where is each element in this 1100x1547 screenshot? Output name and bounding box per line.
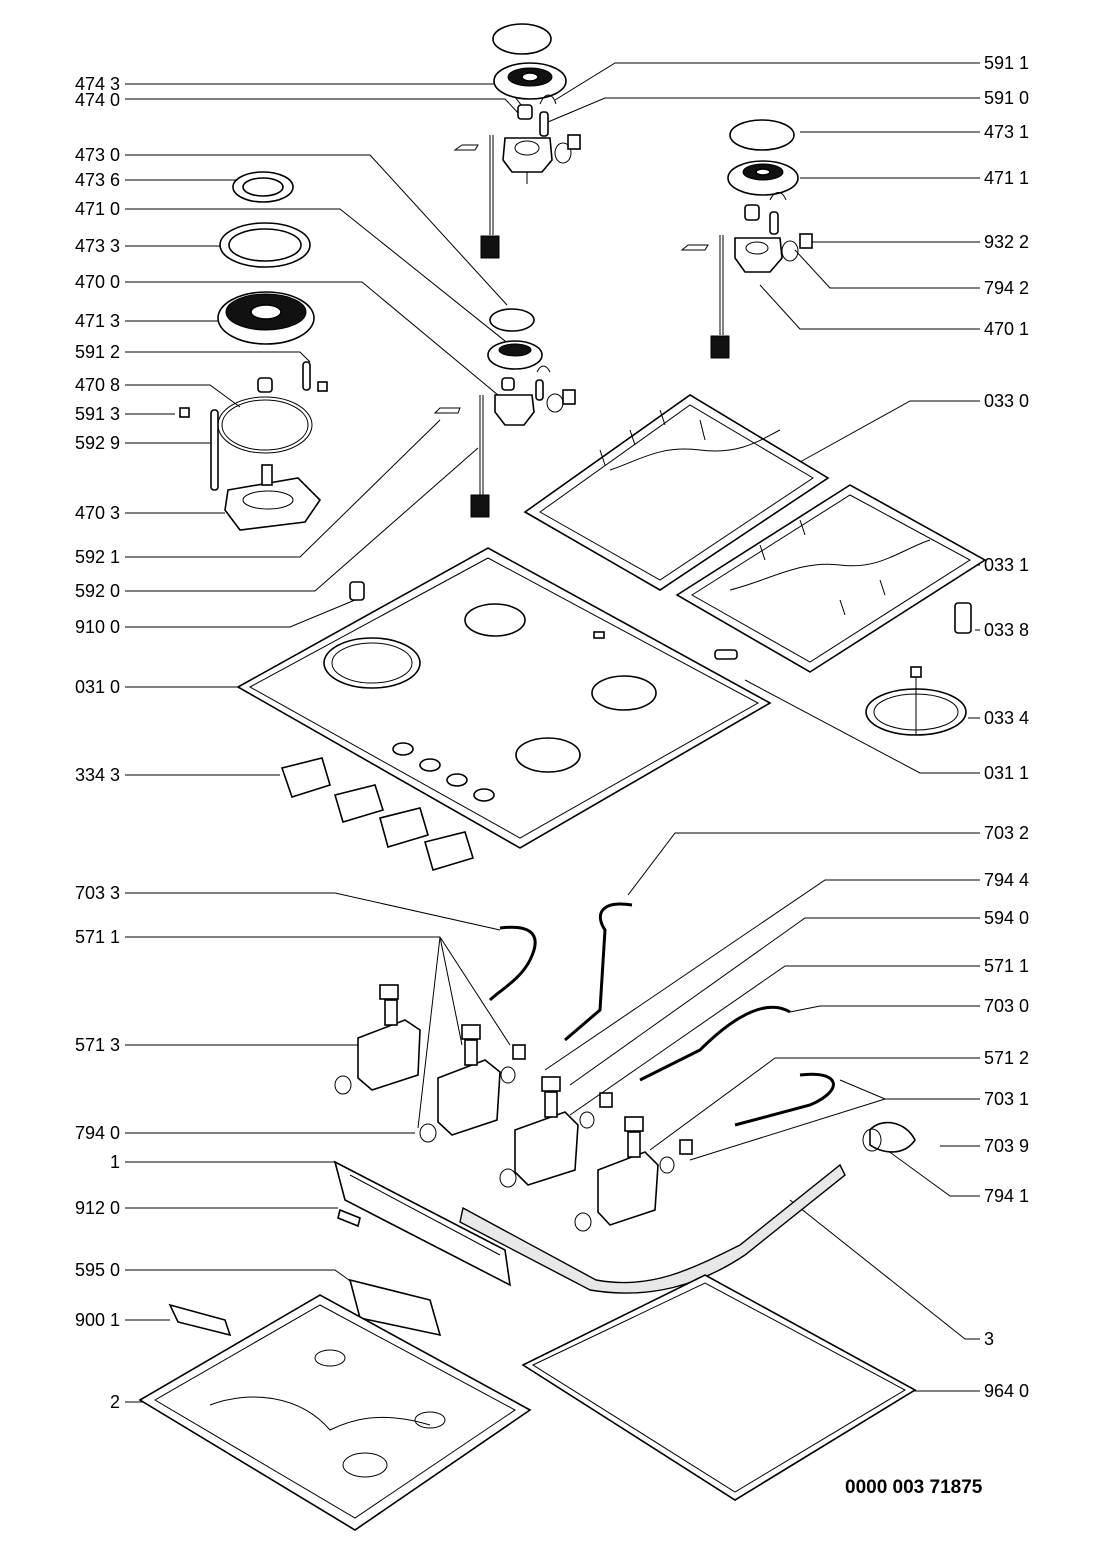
label-703-0: 703 0	[984, 996, 1029, 1016]
right-labels: 591 1 591 0 473 1 471 1 932 2 794 2 470 …	[984, 53, 1029, 1401]
label-591-1: 591 1	[984, 53, 1029, 73]
label-592-0: 592 0	[75, 581, 120, 601]
label-470-3: 470 3	[75, 503, 120, 523]
label-031-1: 031 1	[984, 763, 1029, 783]
label-591-2: 591 2	[75, 342, 120, 362]
label-592-1: 592 1	[75, 547, 120, 567]
part-wok-ring	[865, 666, 967, 736]
left-labels: 474 3 474 0 473 0 473 6 471 0 473 3 470 …	[75, 74, 120, 1412]
label-964-0: 964 0	[984, 1381, 1029, 1401]
label-470-1: 470 1	[984, 319, 1029, 339]
label-703-9: 703 9	[984, 1136, 1029, 1156]
label-932-2: 932 2	[984, 232, 1029, 252]
part-middle-burner	[433, 308, 576, 518]
label-3: 3	[984, 1329, 994, 1349]
label-910-0: 910 0	[75, 617, 120, 637]
leader-lines	[125, 62, 980, 1403]
label-470-0: 470 0	[75, 272, 120, 292]
label-794-2: 794 2	[984, 278, 1029, 298]
part-gas-pipes	[459, 902, 916, 1294]
label-033-8: 033 8	[984, 620, 1029, 640]
part-top-burner	[453, 23, 581, 259]
label-473-3: 473 3	[75, 236, 120, 256]
label-2: 2	[110, 1392, 120, 1412]
part-large-burner	[179, 171, 328, 531]
label-794-4: 794 4	[984, 870, 1029, 890]
label-703-3: 703 3	[75, 883, 120, 903]
label-703-1: 703 1	[984, 1089, 1029, 1109]
label-334-3: 334 3	[75, 765, 120, 785]
label-900-1: 900 1	[75, 1310, 120, 1330]
label-474-0: 474 0	[75, 90, 120, 110]
label-703-2: 703 2	[984, 823, 1029, 843]
part-ignition-bar	[168, 1160, 512, 1337]
label-594-0: 594 0	[984, 908, 1029, 928]
label-033-4: 033 4	[984, 708, 1029, 728]
label-474-3: 474 3	[75, 74, 120, 94]
label-471-3: 471 3	[75, 311, 120, 331]
part-right-burner	[680, 119, 813, 359]
label-591-0: 591 0	[984, 88, 1029, 108]
label-571-3: 571 3	[75, 1035, 120, 1055]
label-591-3: 591 3	[75, 404, 120, 424]
label-471-1: 471 1	[984, 168, 1029, 188]
label-1: 1	[110, 1152, 120, 1172]
label-794-1: 794 1	[984, 1186, 1029, 1206]
part-hob-top	[236, 547, 772, 849]
part-base-tray	[138, 1294, 532, 1531]
label-571-1-left: 571 1	[75, 927, 120, 947]
part-pan-supports	[523, 394, 987, 673]
part-knobs	[280, 757, 475, 871]
document-number: 0000 003 71875	[845, 1477, 983, 1498]
label-470-8: 470 8	[75, 375, 120, 395]
label-595-0: 595 0	[75, 1260, 120, 1280]
label-473-1: 473 1	[984, 122, 1029, 142]
part-seal-gasket	[521, 1274, 917, 1501]
label-912-0: 912 0	[75, 1198, 120, 1218]
label-473-0: 473 0	[75, 145, 120, 165]
part-gas-taps	[334, 984, 693, 1232]
label-033-0: 033 0	[984, 391, 1029, 411]
label-471-0: 471 0	[75, 199, 120, 219]
label-571-1-right: 571 1	[984, 956, 1029, 976]
label-473-6: 473 6	[75, 170, 120, 190]
label-031-0: 031 0	[75, 677, 120, 697]
label-571-2: 571 2	[984, 1048, 1029, 1068]
label-592-9: 592 9	[75, 433, 120, 453]
label-033-1: 033 1	[984, 555, 1029, 575]
label-794-0: 794 0	[75, 1123, 120, 1143]
